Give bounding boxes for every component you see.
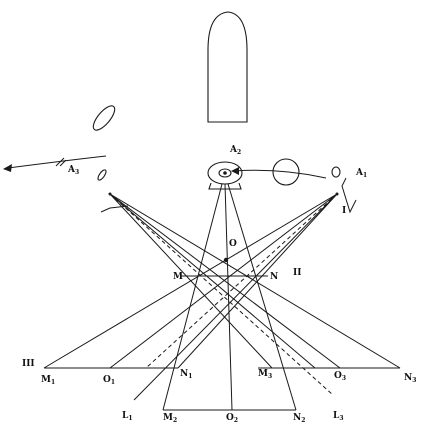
label-M: M [173,272,183,282]
label-A1: A1 [355,168,367,179]
left-arrow-tick [55,157,67,167]
label-O1: O1 [103,375,115,386]
right-arrowhead [231,167,239,175]
label-II: II [293,268,301,278]
right-squiggle [341,177,357,214]
right-arrow-path [233,169,327,179]
label-O: O [229,239,237,249]
label-O3: O3 [334,371,346,382]
label-A3: A3 [67,165,79,176]
projection-lines [43,183,401,411]
label-III: III [22,359,35,369]
right-small-ellipse [331,166,341,178]
label-O2: O2 [226,413,238,424]
label-I: I [342,206,346,216]
label-N3: N3 [404,373,416,384]
label-N2: N2 [293,413,305,424]
device-inner-ring [218,168,232,178]
label-M2: M2 [163,413,177,424]
label-L3: L3 [333,411,344,422]
left-upper-ellipse [92,105,116,131]
device-center-dot [223,171,227,175]
label-A2: A2 [229,145,241,156]
label-N: N [270,272,278,282]
projectile-shape [207,11,248,123]
label-L1: L1 [122,411,133,422]
label-M1: M1 [41,375,55,386]
label-M3: M3 [258,369,272,380]
right-circle [272,158,300,186]
label-N1: N1 [180,369,192,380]
left-arrow-path [7,155,107,169]
left-arrowhead [3,164,12,172]
left-lower-ellipse [97,169,107,181]
